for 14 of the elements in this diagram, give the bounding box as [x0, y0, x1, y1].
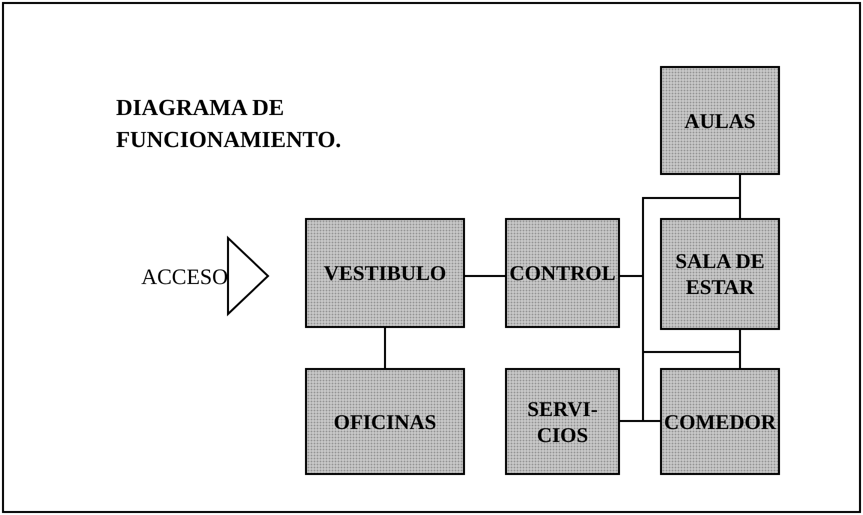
room-box: OFICINAS	[305, 368, 465, 475]
connector-line	[739, 330, 741, 368]
room-box: AULAS	[660, 66, 780, 175]
room-box: SALA DE ESTAR	[660, 218, 780, 330]
entry-chevron-arrow	[227, 236, 270, 316]
room-box: VESTIBULO	[305, 218, 465, 328]
connector-line	[384, 328, 386, 368]
room-box: CONTROL	[505, 218, 620, 328]
connector-line	[465, 275, 505, 277]
connector-line	[620, 275, 644, 422]
diagram-title: DIAGRAMA DE FUNCIONAMIENTO.	[116, 94, 342, 154]
entry-label: ACCESO	[132, 258, 228, 294]
room-box: SERVI- CIOS	[505, 368, 620, 475]
room-box: COMEDOR	[660, 368, 780, 475]
